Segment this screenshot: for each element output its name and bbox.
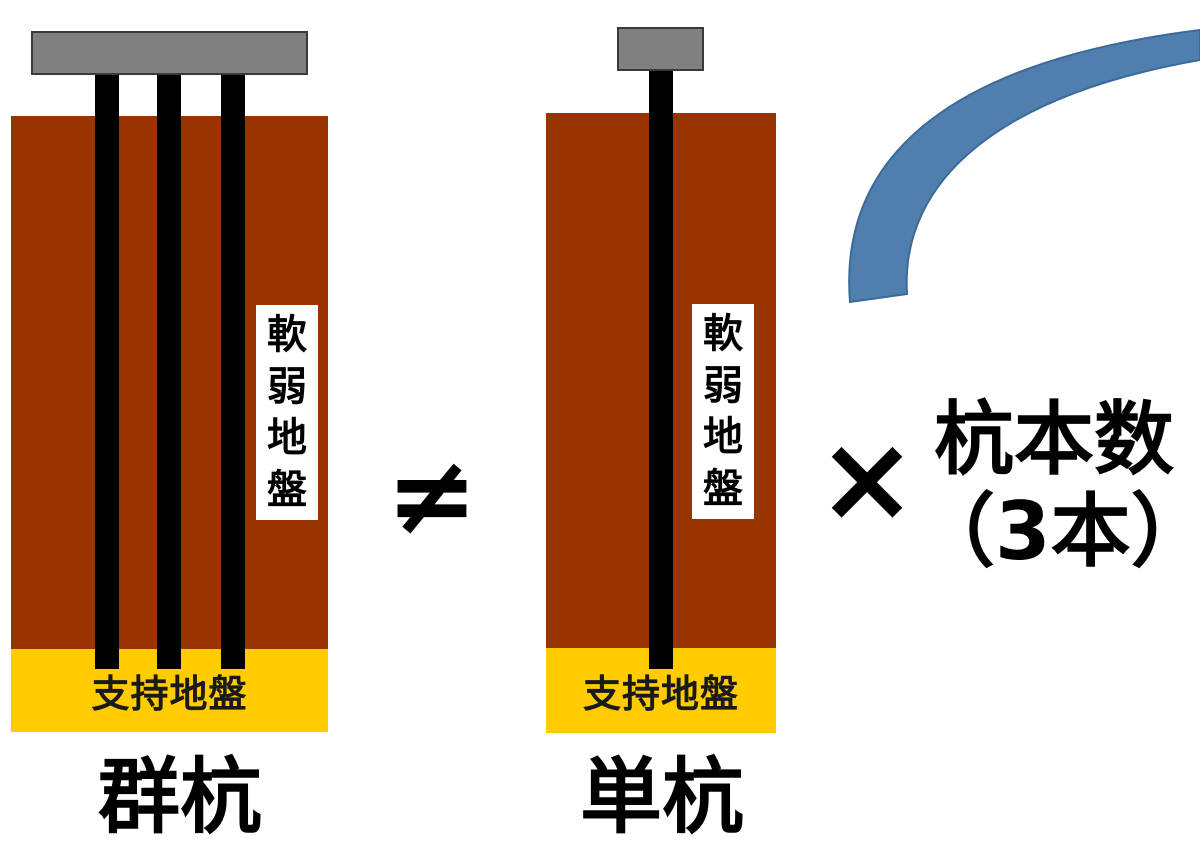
group-bearing-label: 支持地盤 xyxy=(91,672,248,716)
group-soft-ground-char: 地 xyxy=(267,415,307,462)
single-soft-ground-char: 弱 xyxy=(703,362,743,409)
group-pile-2 xyxy=(157,75,181,669)
group-pile-caption: 群杭 xyxy=(97,750,262,845)
group-soft-ground-label: 軟 弱 地 盤 xyxy=(256,305,318,520)
group-pile-cap xyxy=(31,31,308,75)
group-soft-ground-char: 弱 xyxy=(267,363,307,410)
single-soft-ground-label: 軟 弱 地 盤 xyxy=(692,304,754,519)
single-soft-ground-char: 軟 xyxy=(703,310,743,357)
single-pile xyxy=(649,71,673,669)
group-soft-ground-char: 盤 xyxy=(267,467,307,514)
pile-count-value: （3本） xyxy=(915,485,1200,578)
single-pile-cap xyxy=(617,27,704,71)
single-soft-ground-char: 地 xyxy=(703,414,743,461)
group-soft-ground-char: 軟 xyxy=(267,311,307,358)
single-bearing-label: 支持地盤 xyxy=(582,672,739,716)
single-pile-caption: 単杭 xyxy=(579,750,744,845)
group-pile-1 xyxy=(95,75,119,669)
group-pile-3 xyxy=(221,75,245,669)
single-soft-ground-char: 盤 xyxy=(703,466,743,513)
not-equal-sign: ≠ xyxy=(385,431,479,559)
multiply-sign: × xyxy=(816,410,918,549)
pile-count-label: 杭本数 xyxy=(934,393,1174,486)
